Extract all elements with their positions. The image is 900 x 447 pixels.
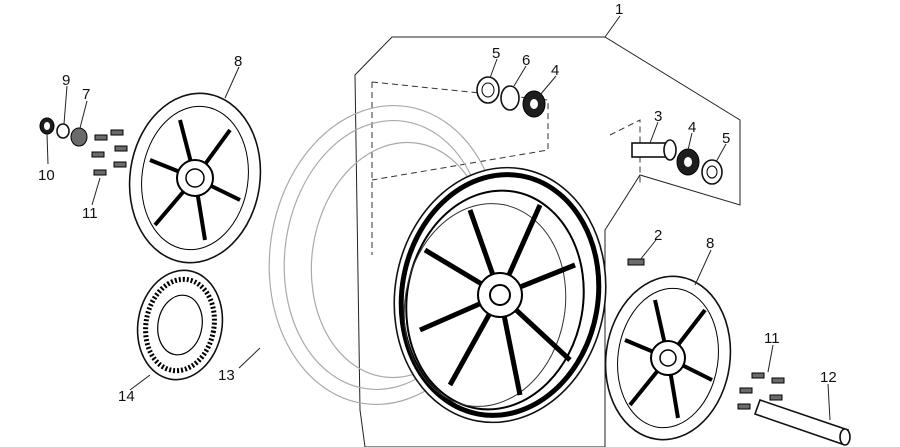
spacer-part-3 [631, 139, 677, 161]
upper-dashed-group [371, 81, 549, 181]
callout-3: 3 [654, 108, 662, 125]
brake-disc-left [128, 92, 262, 264]
spacer-part-10 [39, 117, 55, 135]
callout-4-right: 4 [688, 119, 696, 136]
callout-8-left: 8 [234, 53, 242, 70]
bearing-part-4-right [676, 148, 700, 176]
callout-1: 1 [615, 1, 623, 18]
callout-2: 2 [654, 227, 662, 244]
seal-part-5-top [476, 76, 500, 104]
right-dashed-group [609, 119, 641, 185]
callout-labels: 1 2 3 4 4 5 5 6 7 8 8 9 10 11 11 12 13 1… [38, 1, 837, 405]
callout-11-left: 11 [82, 205, 98, 222]
wheel-rim [393, 166, 607, 424]
seal-part-5-right [701, 159, 723, 185]
bearing-part-4-top [522, 90, 546, 118]
bolts-left [91, 129, 128, 176]
callout-13: 13 [218, 367, 235, 384]
washer-part-9 [56, 123, 70, 139]
axle-part-12 [753, 398, 851, 446]
ring-part-6 [500, 85, 520, 111]
callout-5-right: 5 [722, 130, 730, 147]
callout-5-top: 5 [492, 45, 500, 62]
brake-disc-right [604, 275, 732, 441]
callout-10: 10 [38, 167, 55, 184]
leader-lines [46, 15, 831, 421]
abs-tone-ring [136, 269, 224, 381]
callout-4-top: 4 [551, 62, 559, 79]
callout-6: 6 [522, 52, 530, 69]
callout-12: 12 [820, 369, 837, 386]
assembly-outline [354, 36, 741, 447]
callout-8-right: 8 [706, 235, 714, 252]
callout-14: 14 [118, 388, 135, 405]
callout-11-right: 11 [764, 330, 780, 347]
callout-9: 9 [62, 72, 70, 89]
screw-part-2 [627, 258, 645, 266]
bushing-part-7 [70, 127, 88, 147]
callout-7: 7 [82, 86, 90, 103]
